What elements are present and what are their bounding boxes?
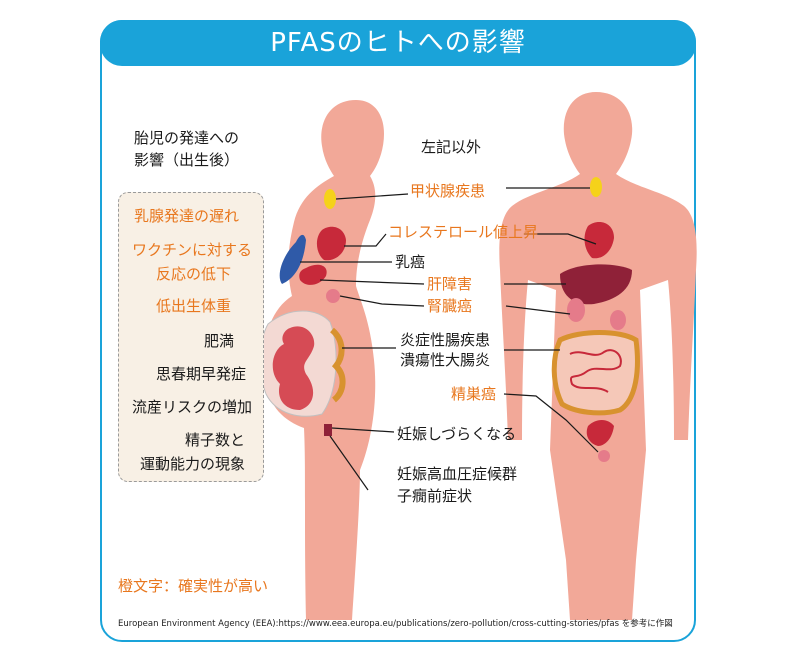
fetus-icon (272, 326, 315, 410)
fetal-effect-item: 精子数と (185, 431, 246, 449)
female-kidney-icon (326, 289, 340, 303)
label-liver: 肝障害 (427, 275, 473, 293)
male-heart-icon (584, 222, 614, 259)
label-kidney: 腎臓癌 (427, 297, 473, 315)
female-breast-icon (279, 234, 306, 284)
fetal-effect-item: 肥満 (204, 332, 235, 350)
label-preeclampsia-line2: 子癇前症状 (397, 487, 473, 505)
source-note: European Environment Agency (EEA):https:… (118, 619, 673, 629)
label-testicular: 精巣癌 (451, 385, 497, 403)
leader-cholesterol-right (524, 233, 597, 245)
male-liver-icon (560, 264, 632, 305)
label-pregnancy: 妊娠しづらくなる (397, 425, 517, 443)
leader-testis (503, 393, 599, 453)
leader-pregnancy (331, 427, 395, 433)
fetal-effects-box (118, 192, 264, 482)
page-title: PFASのヒトへの影響 (100, 20, 696, 66)
male-kidney-icon (567, 298, 585, 322)
label-ibd-line2: 潰瘍性大腸炎 (400, 351, 491, 369)
fetal-effect-item: 運動能力の現象 (140, 455, 246, 473)
leader-liver-left (319, 279, 425, 285)
fetal-effect-item: 乳腺発達の遅れ (134, 207, 240, 225)
male-intestine-icon (551, 330, 640, 416)
placenta-icon (324, 424, 332, 436)
male-thyroid-icon (590, 177, 602, 197)
male-kidney-right-icon (610, 310, 626, 330)
leader-preeclampsia (329, 435, 369, 491)
fetal-effect-item: 思春期早発症 (156, 365, 247, 383)
leader-kidney-right (505, 305, 571, 315)
female-liver-icon (299, 264, 327, 285)
fetal-effect-item: 流産リスクの増加 (132, 398, 253, 416)
label-preeclampsia-line1: 妊娠高血圧症候群 (397, 465, 518, 483)
female-intestine-icon (329, 327, 346, 403)
male-reproductive-icon (586, 420, 614, 446)
leader-kidney-left (339, 295, 425, 307)
fetal-heading-line2: 影響（出生後） (134, 151, 240, 169)
label-ibd-line1: 炎症性腸疾患 (400, 331, 491, 349)
female-thyroid-icon (324, 189, 336, 209)
label-cholesterol: コレステロール値上昇 (388, 223, 539, 241)
label-breast-cancer: 乳癌 (395, 253, 426, 271)
legend: 橙文字：確実性が高い (118, 577, 269, 595)
fetal-effect-item: 低出生体重 (156, 297, 232, 315)
leader-cholesterol-left (344, 233, 387, 247)
fetal-heading-line1: 胎児の発達への (134, 129, 240, 147)
label-thyroid: 甲状腺疾患 (410, 182, 486, 200)
leader-thyroid-left (335, 193, 409, 200)
fetal-effect-item: 反応の低下 (156, 265, 232, 283)
fetal-effect-item: ワクチンに対する (132, 241, 253, 259)
testis-icon (598, 450, 610, 462)
small-intestine-coils (569, 349, 622, 393)
female-heart-icon (316, 226, 346, 261)
other-heading: 左記以外 (421, 138, 482, 156)
